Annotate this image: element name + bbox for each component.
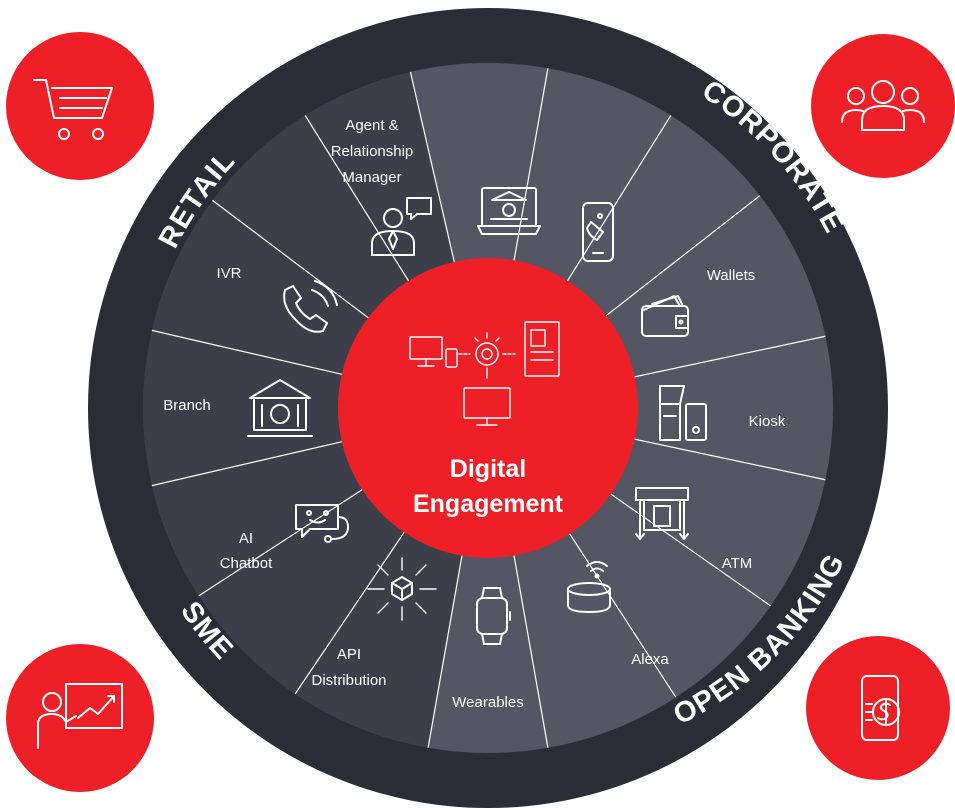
- corner-badge-sme: [6, 644, 154, 792]
- label-branch: Branch: [163, 397, 211, 414]
- center-devices-icon: [409, 321, 560, 426]
- label-agent-line3: Manager: [342, 169, 401, 186]
- smart-speaker-icon: [567, 561, 611, 613]
- wallet-icon: [641, 295, 689, 337]
- label-ai-line1: AI: [239, 530, 253, 547]
- label-atm: ATM: [722, 555, 753, 572]
- label-alexa: Alexa: [631, 651, 669, 668]
- laptop-bank-icon: [477, 187, 541, 235]
- phone-bell-icon: [582, 202, 614, 262]
- label-api-line1: API: [337, 646, 361, 663]
- center-title-line1: Digital: [450, 455, 526, 483]
- bank-building-icon: [247, 379, 313, 437]
- shopping-cart-icon: [33, 79, 113, 140]
- api-cube-icon: [367, 557, 437, 621]
- chatbot-icon: [295, 504, 349, 543]
- center-title-line2: Engagement: [413, 490, 564, 518]
- label-wallets: Wallets: [707, 267, 756, 284]
- label-kiosk: Kiosk: [749, 413, 786, 430]
- phone-icon: [283, 280, 338, 333]
- corner-badge-open-banking: [806, 636, 950, 780]
- wheel-segment: [410, 62, 548, 409]
- wheel-segment: [143, 330, 488, 486]
- label-ai-line2: Chatbot: [220, 555, 273, 572]
- corner-badge-retail: [6, 32, 154, 180]
- corner-badge-corporate: [811, 34, 955, 178]
- center-circle: [338, 258, 638, 558]
- agent-chat-icon: [371, 197, 432, 256]
- mobile-payment-icon: [861, 675, 900, 741]
- label-ivr: IVR: [216, 265, 241, 282]
- label-agent-line1: Agent &: [345, 117, 398, 134]
- smartwatch-icon: [476, 587, 511, 645]
- label-agent-line2: Relationship: [331, 143, 414, 160]
- label-api-line2: Distribution: [311, 672, 386, 689]
- label-wearables: Wearables: [452, 694, 523, 711]
- atm-machine-icon: [635, 487, 689, 540]
- presentation-growth-icon: [37, 683, 123, 749]
- group-people-icon: [841, 80, 925, 131]
- wheel-segment: [428, 408, 548, 754]
- kiosk-icon: [659, 385, 707, 441]
